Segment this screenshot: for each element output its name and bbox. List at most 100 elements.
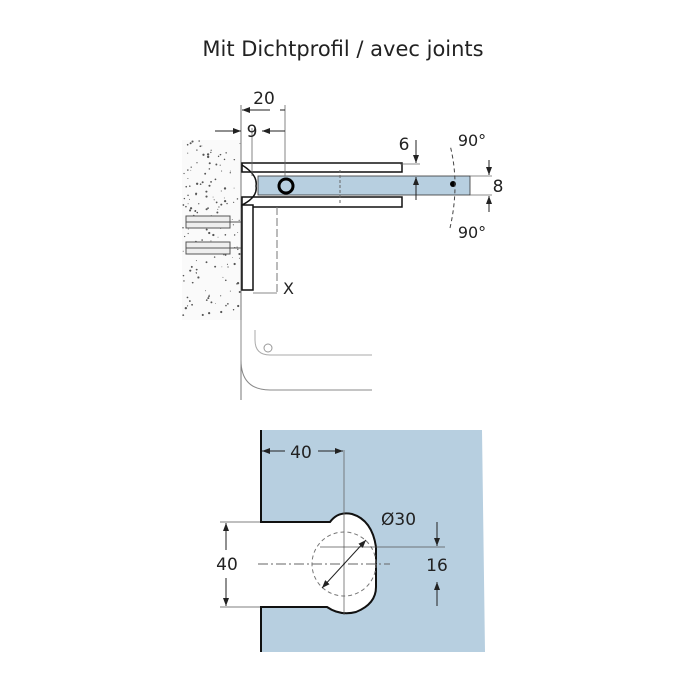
wall-speckle — [187, 194, 189, 197]
wall-speckle — [220, 190, 222, 192]
title: Mit Dichtprofil / avec joints — [202, 37, 483, 61]
wall-speckle — [189, 142, 192, 145]
wall-speckle — [184, 306, 188, 310]
drain-icon — [263, 343, 273, 353]
wall-speckle — [227, 302, 229, 305]
wall-speckle — [223, 187, 227, 190]
wall-speckle — [207, 207, 209, 209]
wall-speckle — [205, 190, 208, 193]
wall-speckle — [216, 211, 219, 214]
wall-speckle — [182, 314, 185, 317]
wall-speckle — [236, 198, 239, 200]
wall-speckle — [206, 155, 210, 159]
wall-speckle — [238, 257, 240, 259]
wall-speckle — [190, 169, 192, 171]
wall-speckle — [182, 204, 185, 206]
wall-anchors — [185, 215, 241, 255]
wall-speckle — [210, 151, 212, 154]
wall-speckle — [237, 248, 239, 251]
wall-speckle — [195, 193, 197, 196]
wall-speckle — [215, 201, 218, 204]
wall-speckle — [208, 162, 211, 165]
wall-speckle — [231, 219, 233, 221]
wall-speckle — [190, 166, 192, 168]
wall-speckle — [236, 282, 240, 285]
wall-speckle — [186, 296, 189, 299]
wall-speckle — [188, 198, 190, 200]
wall-speckle — [213, 256, 216, 258]
wall-section — [182, 140, 241, 320]
dim-20: 20 — [253, 89, 275, 109]
wall-speckle — [187, 169, 189, 171]
wall-speckle — [223, 199, 227, 203]
wall-speckle — [183, 197, 186, 200]
wall-speckle — [212, 196, 214, 198]
wall-speckle — [191, 140, 194, 143]
dim-6: 6 — [399, 135, 410, 155]
wall-speckle — [215, 163, 218, 166]
wall-speckle — [233, 158, 236, 161]
wall-speckle — [224, 234, 227, 236]
wall-speckle — [198, 203, 200, 205]
wall-speckle — [233, 262, 236, 266]
wall-speckle — [196, 211, 199, 214]
wall-speckle — [232, 309, 235, 311]
wall-speckle — [187, 228, 189, 230]
wall-speckle — [205, 208, 208, 211]
wall-speckle — [238, 291, 241, 294]
wall-speckle — [229, 170, 231, 172]
wall-speckle — [227, 266, 229, 268]
wall-speckle — [220, 295, 222, 297]
wall-speckle — [195, 182, 199, 185]
wall-speckle — [220, 203, 223, 206]
wall-speckle — [187, 232, 189, 235]
wall-speckle — [182, 274, 185, 277]
wall-speckle — [210, 301, 213, 304]
wall-speckle — [223, 197, 225, 199]
wall-speckle — [237, 304, 240, 308]
wall-speckle — [208, 184, 211, 187]
wall-speckle — [208, 312, 211, 315]
wall-speckle — [188, 300, 191, 302]
dim-40-horizontal: 40 — [290, 443, 312, 463]
wall-speckle — [233, 234, 236, 236]
wall-speckle — [225, 304, 227, 307]
wall-speckle — [207, 297, 210, 300]
wall-speckle — [187, 177, 189, 179]
wall-speckle — [198, 140, 200, 142]
wall-speckle — [186, 143, 189, 146]
wall-speckle — [214, 265, 217, 268]
wall-speckle — [191, 281, 194, 284]
wall-speckle — [221, 170, 223, 172]
wall-speckle — [189, 207, 193, 210]
glass-cutout-panel — [260, 430, 485, 652]
wall-speckle — [233, 187, 235, 189]
wall-speckle — [214, 178, 217, 181]
dim-9: 9 — [247, 122, 258, 142]
wall-speckle — [229, 290, 231, 292]
wall-speckle — [183, 280, 185, 282]
wall-speckle — [219, 164, 221, 166]
wall-speckle — [239, 143, 241, 144]
clamp-body — [241, 162, 403, 291]
shower-tray-outline — [254, 330, 372, 356]
wall-speckle — [205, 195, 208, 198]
gasket-icon — [277, 177, 295, 195]
wall-speckle — [182, 250, 184, 252]
wall-speckle — [189, 209, 192, 212]
wall-speckle — [191, 303, 193, 306]
wall-speckle — [201, 239, 203, 241]
wall-speckle — [210, 240, 212, 242]
wall-speckle — [208, 231, 211, 235]
wall-speckle — [213, 199, 215, 201]
wall-speckle — [215, 303, 216, 305]
wall-speckle — [187, 152, 189, 154]
wall-speckle — [199, 183, 202, 186]
wall-speckle — [232, 257, 233, 258]
wall-speckle — [237, 232, 239, 233]
wall-speckle — [223, 158, 226, 161]
dim-40-vertical: 40 — [216, 555, 238, 575]
wall-speckle — [232, 224, 234, 226]
